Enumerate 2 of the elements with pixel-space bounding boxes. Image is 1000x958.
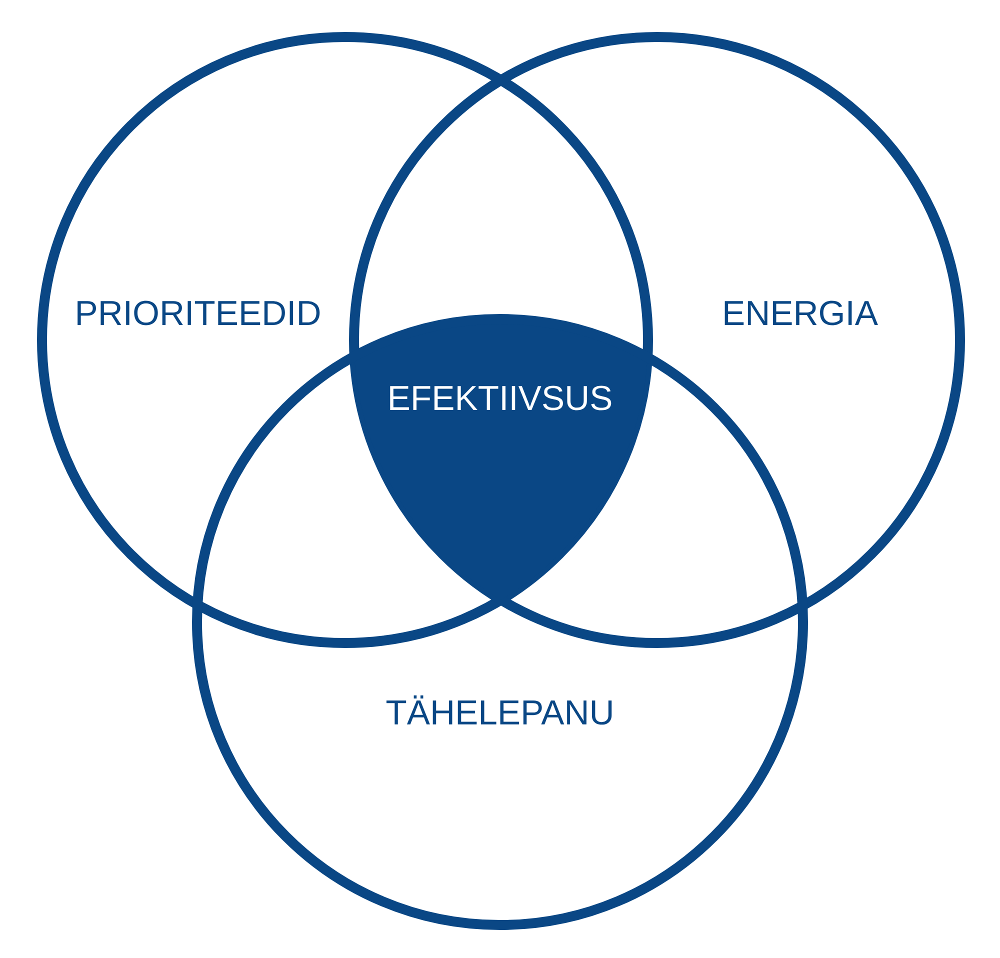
intersection-region: EFEKTIIVSUS bbox=[354, 319, 648, 600]
node-label: EFEKTIIVSUS bbox=[390, 386, 612, 410]
